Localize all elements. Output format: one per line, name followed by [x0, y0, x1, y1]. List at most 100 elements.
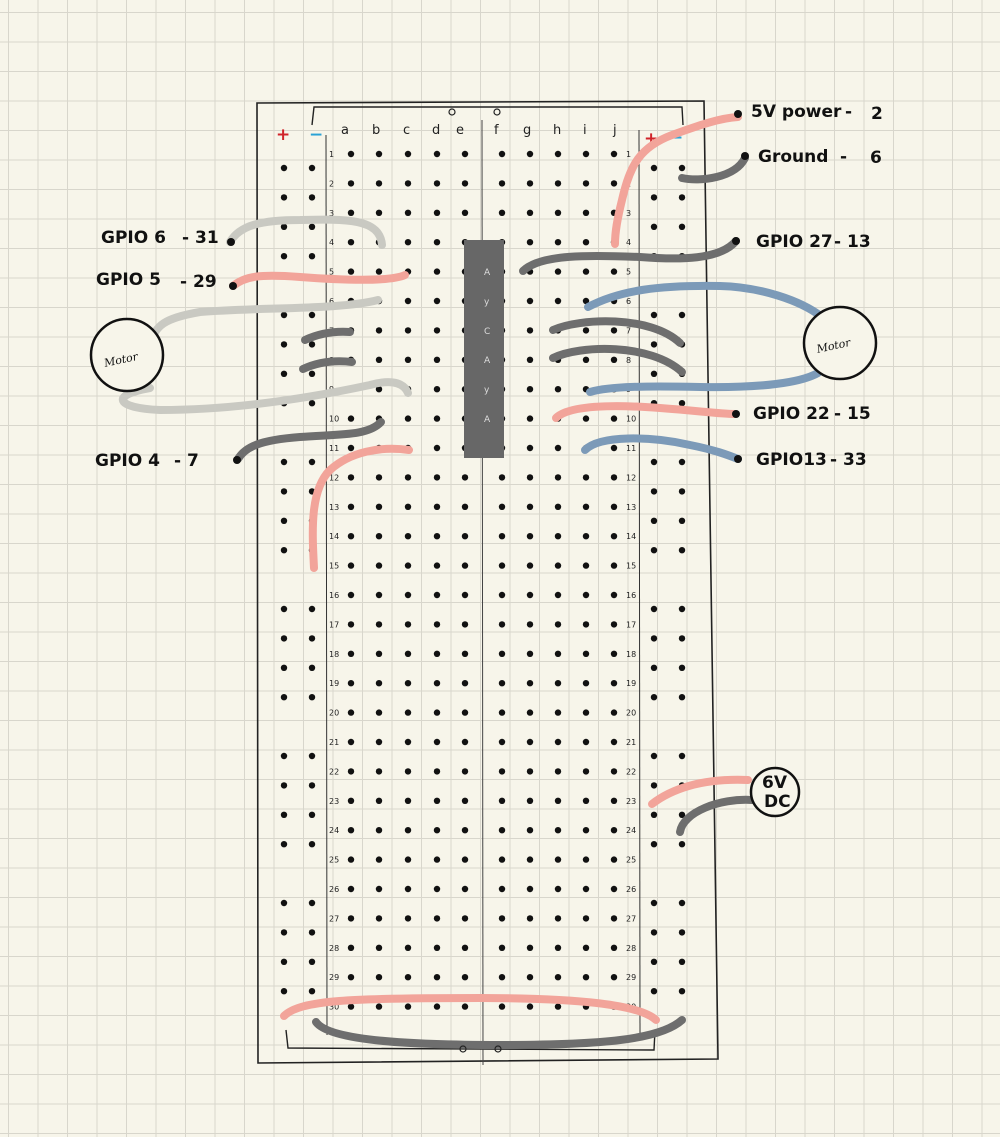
- hole: [582, 944, 590, 951]
- rail-hole: [308, 370, 316, 377]
- hole: [582, 415, 590, 422]
- hole: [582, 974, 590, 981]
- hole: [582, 209, 590, 216]
- hole: [610, 591, 618, 599]
- hole: [433, 621, 441, 628]
- hole: [582, 680, 590, 687]
- hole: [526, 738, 534, 746]
- rail-hole: [280, 253, 288, 260]
- hole: [461, 768, 469, 775]
- label-5v-pin: 2: [871, 104, 883, 124]
- label-gpio6: GPIO 6: [101, 228, 166, 248]
- rail-hole: [280, 605, 288, 613]
- rail-hole: [678, 164, 686, 172]
- hole: [433, 768, 441, 775]
- rail-divider-left: [325, 134, 328, 1036]
- rail-hole: [678, 899, 686, 907]
- breadboard-outline: [256, 100, 719, 1064]
- hole: [404, 327, 412, 334]
- hole: [347, 150, 355, 158]
- wire-motor-right-top: [584, 281, 826, 321]
- row-number-left: 23: [329, 797, 339, 806]
- hole: [498, 1003, 506, 1010]
- rail-hole: [650, 988, 658, 995]
- hole: [404, 621, 412, 628]
- rail-hole: [280, 488, 288, 495]
- row-number-right: 14: [626, 532, 636, 541]
- wire-jumper-7: [301, 327, 354, 344]
- hole: [526, 856, 534, 863]
- rail-hole: [678, 488, 686, 495]
- rail-hole: [280, 929, 288, 936]
- label-gpio4: GPIO 4: [95, 451, 160, 471]
- breadboard-holes: [280, 150, 686, 1010]
- hole: [375, 650, 383, 657]
- hole: [404, 474, 412, 481]
- rail-hole: [308, 311, 316, 319]
- hole: [610, 444, 618, 452]
- rail-hole: [308, 988, 316, 995]
- hole: [375, 180, 383, 187]
- wire-gpio13: [581, 434, 742, 463]
- row-number-right: 5: [626, 268, 631, 277]
- label-gpio27-pin: - 13: [834, 232, 871, 252]
- wire-gpio5: [229, 271, 409, 290]
- rail-hole: [308, 223, 316, 230]
- row-number-right: 13: [626, 503, 636, 512]
- hole: [582, 856, 590, 863]
- hole: [375, 327, 383, 334]
- hole: [404, 768, 412, 775]
- row-number-right: 16: [626, 591, 636, 600]
- rail-hole: [308, 400, 316, 407]
- wire-red-11-15: [308, 444, 413, 572]
- hole: [461, 621, 469, 628]
- hole: [610, 415, 618, 422]
- hole: [582, 797, 590, 804]
- wire-gpio27: [519, 237, 740, 275]
- hole: [433, 327, 441, 334]
- rail-hole: [678, 605, 686, 613]
- hole: [554, 533, 562, 540]
- row-number-right: 3: [626, 209, 631, 218]
- hole: [610, 650, 618, 657]
- hole: [433, 974, 441, 981]
- hole: [347, 974, 355, 981]
- hole: [498, 591, 506, 599]
- hole: [498, 768, 506, 775]
- col-header-a: a: [341, 123, 349, 138]
- label-gpio22-pin: - 15: [834, 404, 871, 424]
- rail-hole: [308, 664, 316, 671]
- hole: [610, 268, 618, 275]
- hole: [461, 533, 469, 540]
- hole: [347, 562, 355, 569]
- row-number-right: 19: [626, 679, 636, 688]
- hole: [433, 650, 441, 657]
- hole: [404, 562, 412, 569]
- hole: [610, 944, 618, 951]
- rail-hole: [678, 635, 686, 642]
- row-number-left: 22: [329, 767, 339, 776]
- hole: [375, 503, 383, 510]
- hole: [375, 885, 383, 893]
- label-ground: Ground: [758, 147, 828, 167]
- rail-hole: [280, 752, 288, 760]
- hole: [582, 503, 590, 510]
- rail-hole: [650, 311, 658, 319]
- rail-hole: [678, 664, 686, 671]
- hole: [554, 885, 562, 893]
- chip-pin-label: A: [484, 268, 491, 278]
- hole: [554, 150, 562, 158]
- row-number-right: 22: [626, 767, 636, 776]
- hole: [375, 386, 383, 393]
- hole: [526, 680, 534, 687]
- rail-hole: [650, 547, 658, 554]
- rail-hole: [280, 988, 288, 995]
- label-gpio13: GPIO13: [756, 450, 827, 470]
- row-number-left: 10: [329, 415, 339, 424]
- row-number-right: 23: [626, 797, 636, 806]
- hole: [526, 621, 534, 628]
- hole: [554, 180, 562, 187]
- rail-hole: [650, 752, 658, 760]
- hole: [498, 562, 506, 569]
